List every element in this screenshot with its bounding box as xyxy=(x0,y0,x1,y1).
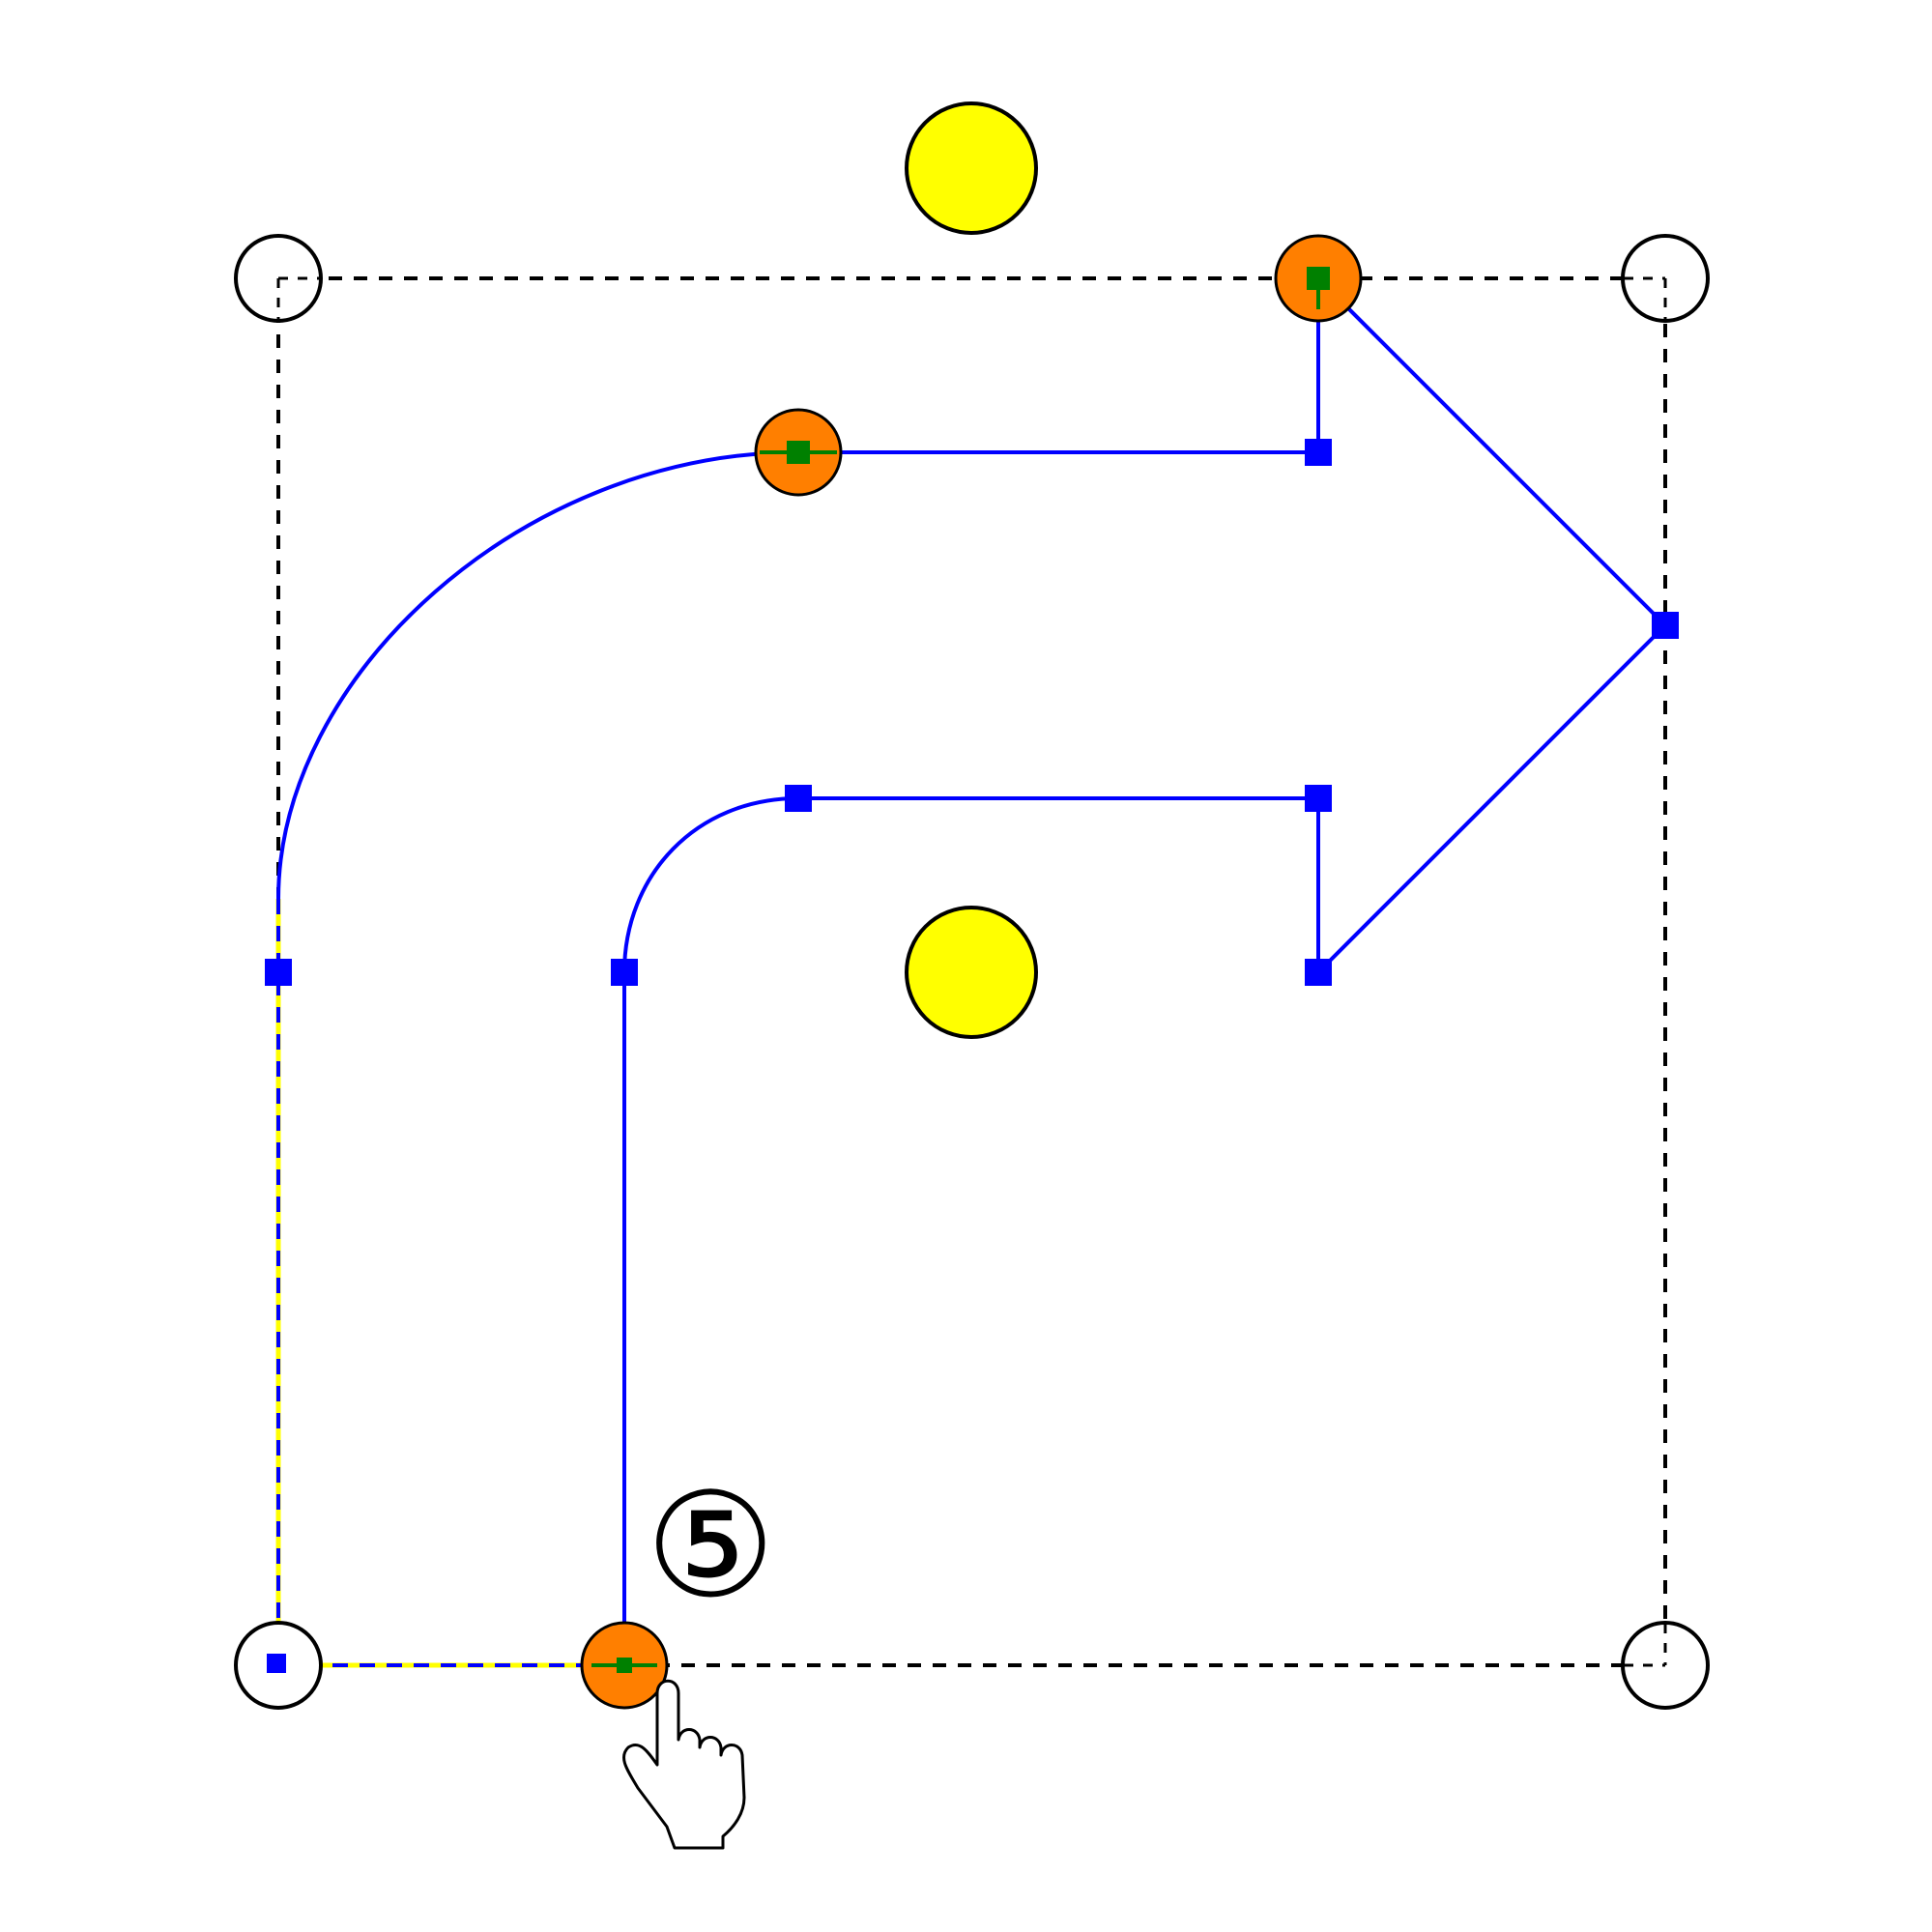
vertex-handle xyxy=(267,1654,286,1673)
hand-pointer-icon xyxy=(622,1679,746,1850)
vertex-handle xyxy=(1652,612,1679,639)
vertex-handle xyxy=(265,959,292,986)
vertex-handle xyxy=(785,785,812,812)
rotate-handle-top[interactable] xyxy=(905,101,1038,235)
vertex-handle xyxy=(611,959,638,986)
adjust-handle-arrowhead xyxy=(1274,234,1363,323)
adjust-handle-curve xyxy=(754,408,843,497)
vertex-handle xyxy=(1305,959,1332,986)
step-number-label: ⑤ xyxy=(646,1462,776,1630)
adjust-handle-shaft xyxy=(580,1621,669,1710)
adjust-handles[interactable] xyxy=(580,234,1363,1710)
rotate-handle-center[interactable] xyxy=(905,906,1038,1039)
vertex-handles[interactable] xyxy=(265,439,1679,1673)
highlighted-edges xyxy=(275,899,624,1668)
vertex-handle xyxy=(1305,785,1332,812)
vertex-handle xyxy=(1305,439,1332,466)
